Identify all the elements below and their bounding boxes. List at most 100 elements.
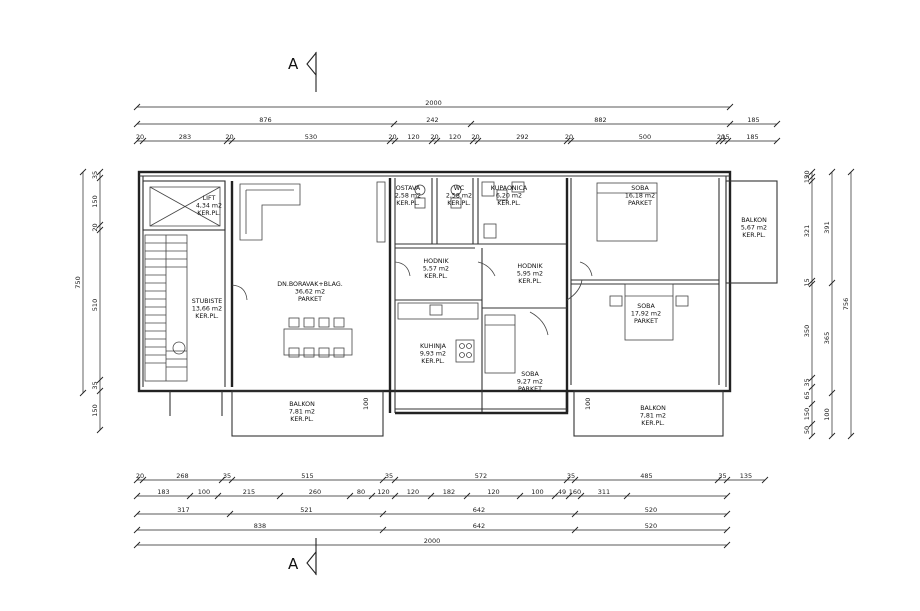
room-floor-type: PARKET bbox=[628, 200, 652, 207]
dim-top-row-3-tick bbox=[469, 137, 477, 145]
room-floor-type: KER.PL. bbox=[742, 232, 766, 239]
room-area: 4,34 m2 bbox=[196, 203, 222, 210]
room-name: OSTAVA bbox=[396, 185, 421, 192]
room-area: 5,57 m2 bbox=[423, 266, 449, 273]
dim-right-col-1-value: 20 bbox=[803, 170, 811, 178]
dim-top-row-3-tick bbox=[474, 137, 482, 145]
dim-bottom-row-1-value: 35 bbox=[567, 472, 575, 480]
dim-bottom-row-2-value: 183 bbox=[157, 488, 169, 496]
dim-top-row-3-value: 15 bbox=[721, 133, 729, 141]
dim-top-row-3-tick bbox=[391, 137, 399, 145]
room-area: 2,58 m2 bbox=[395, 193, 421, 200]
room-floor-type: KER.PL. bbox=[424, 273, 448, 280]
dim-right-col-2-tick bbox=[828, 279, 836, 287]
dim-right-col-1-tick bbox=[808, 277, 816, 285]
dim-bottom-row-1-value: 485 bbox=[640, 472, 652, 480]
room-floor-type: PARKET bbox=[518, 386, 542, 393]
dim-bottom-row-2-value: 120 bbox=[487, 488, 499, 496]
dim-left-col-1-tick bbox=[96, 221, 104, 229]
dim-bottom-row-5: 2000 bbox=[133, 537, 731, 549]
dim-right-col-2-value: 100 bbox=[823, 408, 831, 420]
dim-bottom-row-1-value: 135 bbox=[740, 472, 752, 480]
dim-top-row-3-value: 120 bbox=[407, 133, 419, 141]
dim-bottom-row-2-tick bbox=[463, 492, 471, 500]
dim-bottom-row-4-value: 838 bbox=[254, 522, 266, 530]
dim-bottom-row-3-tick bbox=[723, 510, 731, 518]
dim-top-row-3-value: 20 bbox=[717, 133, 725, 141]
dim-bottom-row-2-value: 100 bbox=[531, 488, 543, 496]
dim-right-col-1-tick bbox=[808, 374, 816, 382]
dim-left-col-2-tick bbox=[79, 168, 87, 176]
dim-bottom-row-1-tick bbox=[714, 476, 722, 484]
dim-bottom-row-1-tick bbox=[571, 476, 579, 484]
dim-top-row-3-tick bbox=[228, 137, 236, 145]
dim-bottom-row-2-value: 49 bbox=[558, 488, 566, 496]
room-floor-type: KER.PL. bbox=[421, 358, 445, 365]
room-area: 7,81 m2 bbox=[289, 409, 315, 416]
room-floor-type: KER.PL. bbox=[290, 416, 314, 423]
dim-right-col-3: 756 bbox=[842, 168, 855, 440]
room-area: 7,81 m2 bbox=[640, 413, 666, 420]
dim-top-row-3-value: 292 bbox=[516, 133, 528, 141]
dim-right-col-1-tick bbox=[808, 383, 816, 391]
section-label-bottom: A bbox=[288, 555, 299, 573]
dim-bottom-row-2-value: 120 bbox=[407, 488, 419, 496]
dim-bottom-row-2-value: 80 bbox=[357, 488, 365, 496]
dim-bottom-row-2-tick bbox=[577, 492, 585, 500]
dim-top-row-2-tick bbox=[133, 120, 141, 128]
room-floor-type: PARKET bbox=[634, 318, 658, 325]
dim-bottom-row-1-value: 572 bbox=[475, 472, 487, 480]
dim-bottom-row-2-tick bbox=[186, 492, 194, 500]
dim-left-col-2: 750 bbox=[74, 168, 87, 397]
dim-top-row-2-value: 876 bbox=[259, 116, 271, 124]
dim-left-col-1-tick bbox=[96, 426, 104, 434]
dim-bottom-row-2-value: 182 bbox=[443, 488, 455, 496]
dim-top-row-2-value: 242 bbox=[426, 116, 438, 124]
dim-top-row-3-tick bbox=[724, 137, 732, 145]
balcony-depth-label-right: 100 bbox=[584, 398, 592, 410]
dim-right-col-1-value: 150 bbox=[803, 408, 811, 420]
room-area: 2,58 m2 bbox=[446, 193, 472, 200]
dim-top-row-3-tick bbox=[139, 137, 147, 145]
dim-right-col-1-tick bbox=[808, 280, 816, 288]
room-name: SOBA bbox=[631, 185, 649, 192]
dim-bottom-row-4-value: 642 bbox=[473, 522, 485, 530]
dim-top-row-1: 2000 bbox=[133, 99, 734, 111]
section-marker-top: A bbox=[288, 51, 317, 92]
dim-bottom-row-3-tick bbox=[226, 510, 234, 518]
room-name: HODNIK bbox=[423, 258, 449, 265]
room-floor-type: KER.PL. bbox=[195, 313, 219, 320]
room-name: KUPAONICA bbox=[491, 185, 528, 192]
dim-top-row-2-tick bbox=[467, 120, 475, 128]
dim-right-col-1-value: 321 bbox=[803, 225, 811, 237]
room-floor-type: KER.PL. bbox=[396, 200, 420, 207]
dim-top-row-3-value: 20 bbox=[565, 133, 573, 141]
dim-bottom-row-4-tick bbox=[133, 526, 141, 534]
dim-top-row-3-tick bbox=[719, 137, 727, 145]
dim-bottom-row-1-value: 20 bbox=[136, 472, 144, 480]
dim-right-col-2-tick bbox=[828, 432, 836, 440]
dim-right-col-1-tick bbox=[808, 177, 816, 185]
dim-right-col-1-tick bbox=[808, 420, 816, 428]
dim-right-col-1-tick bbox=[808, 168, 816, 176]
dim-bottom-row-3-value: 520 bbox=[645, 506, 657, 514]
dim-bottom-row-2-tick bbox=[346, 492, 354, 500]
dim-top-row-3-tick bbox=[715, 137, 723, 145]
room-floor-type: KER.PL. bbox=[197, 210, 221, 217]
dim-bottom-row-2-value: 100 bbox=[198, 488, 210, 496]
dim-top-row-3-value: 530 bbox=[305, 133, 317, 141]
room-name: HODNIK bbox=[517, 263, 543, 270]
dim-bottom-row-2-tick bbox=[565, 492, 573, 500]
